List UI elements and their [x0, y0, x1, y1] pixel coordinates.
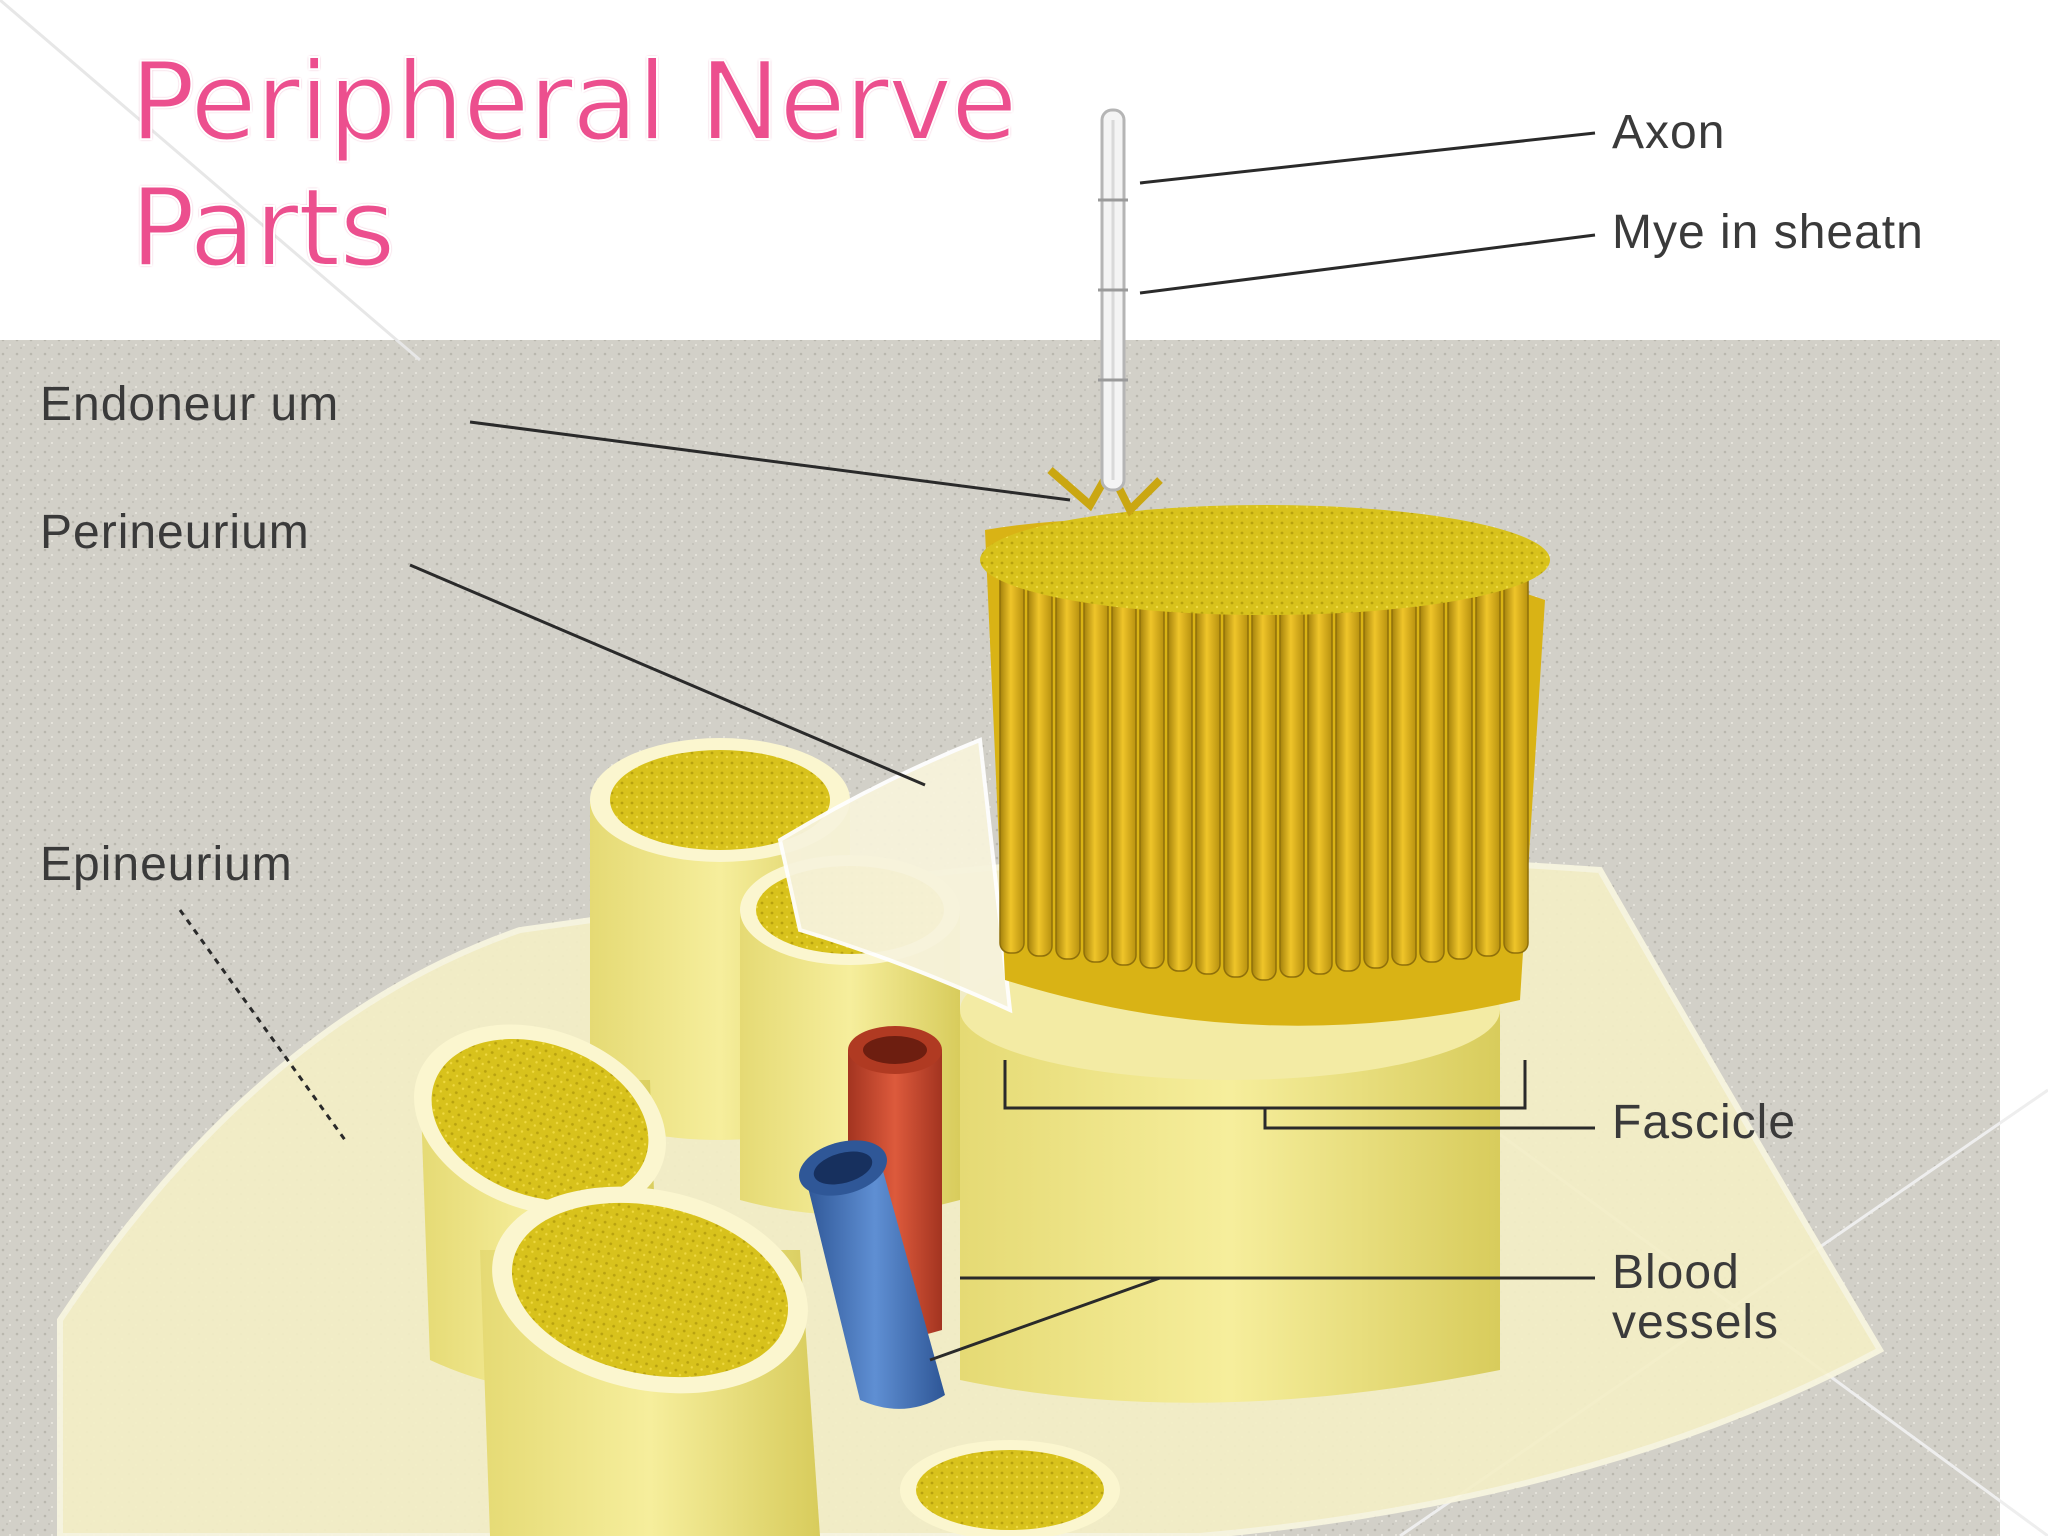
- nerve-fiber-strand: [1419, 557, 1445, 963]
- fascicle-front-bottom: [900, 1440, 1120, 1536]
- nerve-fiber-strand: [1475, 563, 1501, 957]
- nerve-fiber-strand: [1503, 566, 1529, 954]
- fascicle-front-lower: [480, 1186, 820, 1536]
- label-epineurium: Epineurium: [40, 838, 293, 891]
- leader-endoneurium: [469, 420, 1071, 502]
- slide-title: Peripheral Nerve Parts: [129, 39, 1018, 292]
- axon-fiber: [1098, 108, 1128, 492]
- nerve-fiber-strand: [1139, 551, 1165, 969]
- nerve-fiber-strand: [1111, 554, 1137, 966]
- label-perineurium: Perineurium: [40, 506, 310, 559]
- label-blood-vessels: Blood vessels: [1612, 1246, 1780, 1349]
- nerve-fiber-strand: [1055, 560, 1081, 960]
- leader-blood-vessels-vein: [929, 1276, 1161, 1362]
- fascicle-fibers: [980, 461, 1550, 1026]
- nerve-fiber-strand: [1027, 563, 1053, 957]
- leader-myelin: [1139, 233, 1596, 295]
- label-axon: Axon: [1612, 106, 1726, 159]
- nerve-fiber-strand: [1083, 557, 1109, 963]
- slide-title-line-2: Parts: [129, 165, 396, 292]
- leader-fascicle: [1003, 1060, 1595, 1130]
- nerve-fiber-strand: [1363, 551, 1389, 969]
- slide-title-line-1: Peripheral Nerve: [129, 39, 1018, 166]
- perineurium-flap: [777, 737, 1013, 1014]
- label-endoneurium: Endoneur um: [40, 378, 340, 431]
- decor-line: [0, 0, 421, 362]
- vein: [799, 1140, 945, 1409]
- leader-perineurium: [409, 563, 926, 787]
- nerve-fiber-strand: [1391, 554, 1417, 966]
- nerve-fiber-strand: [1447, 560, 1473, 960]
- label-fascicle: Fascicle: [1612, 1096, 1797, 1149]
- leader-axon: [1139, 131, 1596, 185]
- label-myelin-sheath: Mye in sheatn: [1612, 206, 1924, 259]
- nerve-fiber-strand: [999, 566, 1025, 954]
